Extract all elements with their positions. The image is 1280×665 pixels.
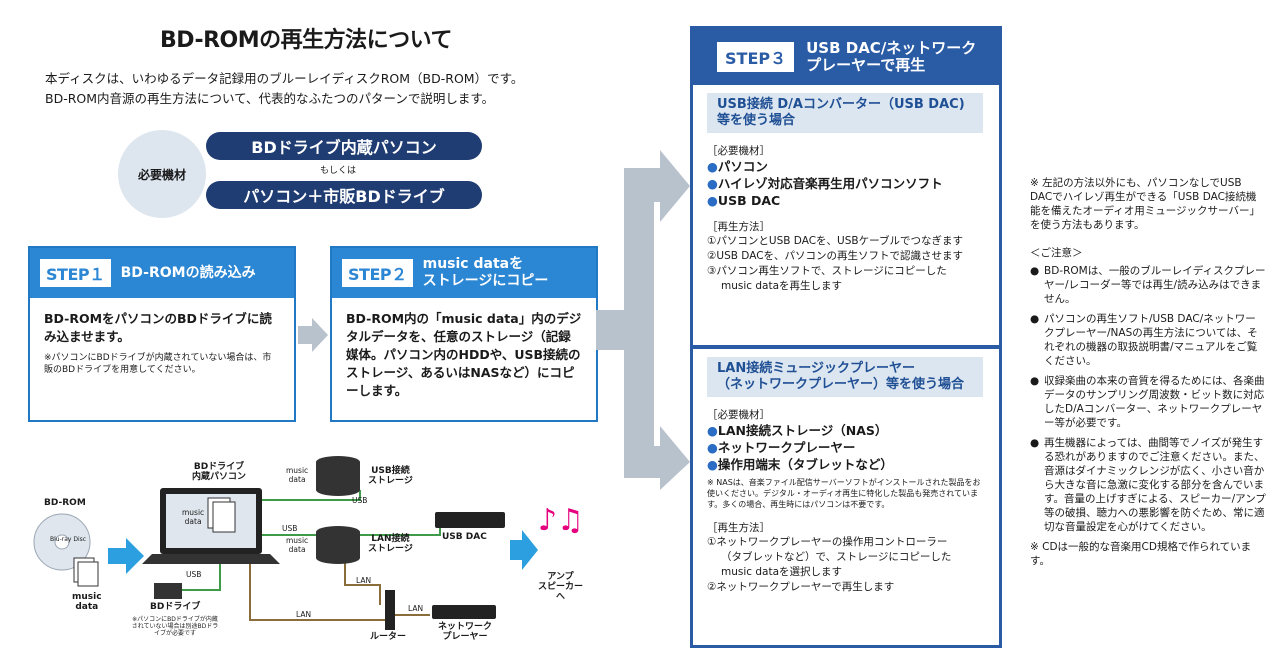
step2-body: BD-ROM内の「music data」内のデジタルデータを、任意のストレージ（…	[332, 298, 596, 412]
usb-label: USB	[352, 496, 368, 505]
side-note-intro: ※ 左記の方法以外にも、パソコンなしでUSB DACでハイレゾ再生ができる「US…	[1030, 177, 1260, 231]
page-title: BD-ROMの再生方法について	[160, 28, 452, 53]
method-step: ①ネットワークプレーヤーの操作用コントローラー	[707, 536, 948, 548]
step2-header: STEP２ music dataを ストレージにコピー	[332, 248, 596, 298]
caution-item: ●収録楽曲の本来の音質を得るためには、各楽曲データのサンプリング周波数・ビット数…	[1030, 375, 1265, 429]
usb-dac-section: USB接続 D/Aコンバーター（USB DAC) 等を使う場合 ［必要機材］ ●…	[693, 85, 999, 345]
step1-note: ※パソコンにBDドライブが内蔵されていない場合は、市販のBDドライブを用意してく…	[44, 353, 272, 375]
list-item: ●LAN接続ストレージ（NAS）	[707, 423, 888, 438]
required-equipment-badge: 必要機材	[118, 130, 206, 218]
requirement-option-1: BDドライブ内蔵パソコン	[206, 132, 482, 160]
step1-main-text: BD-ROMをパソコンのBDドライブに読み込ませます。	[44, 311, 272, 344]
side-note-footer: ※ CDは一般的な音楽用CD規格で作られています。	[1030, 541, 1252, 567]
connection-diagram: BD-ROM Blu-ray Disc music data BDドライブ内蔵パ…	[30, 440, 590, 660]
usb-label: USB	[282, 524, 298, 533]
step3-title-line2: プレーヤーで再生	[806, 56, 926, 74]
router-label: ルーター	[370, 632, 407, 642]
network-player-heading: LAN接続ミュージックプレーヤー （ネットワークプレーヤー）等を使う場合	[707, 357, 983, 397]
lan-label: LAN	[296, 610, 312, 619]
usb-dac-method-label: ［再生方法］	[707, 221, 770, 233]
diagram-drawing	[33, 456, 538, 630]
usb-dac-heading: USB接続 D/Aコンバーター（USB DAC) 等を使う場合	[707, 93, 983, 133]
list-item: ●USB DAC	[707, 193, 781, 208]
usb-label: USB	[186, 570, 202, 579]
network-player-label: ネットワークプレーヤー	[438, 622, 493, 642]
usb-dac-heading-line1: USB接続 D/Aコンバーター（USB DAC)	[717, 97, 965, 112]
lan-label: LAN	[356, 576, 372, 585]
network-player-section: LAN接続ミュージックプレーヤー （ネットワークプレーヤー）等を使う場合 ［必要…	[693, 349, 999, 645]
step1-panel: STEP１ BD-ROMの読み込み BD-ROMをパソコンのBDドライブに読み込…	[28, 246, 296, 422]
intro-line-1: 本ディスクは、いわゆるデータ記録用のブルーレイディスクROM（BD-ROM）です…	[45, 71, 524, 86]
list-item: ●ネットワークプレーヤー	[707, 440, 856, 455]
step1-title: BD-ROMの読み込み	[120, 264, 256, 281]
usb-storage-label: USB接続ストレージ	[368, 466, 413, 486]
lan-label: LAN	[408, 604, 424, 613]
caution-label: ＜ご注意＞	[1030, 247, 1083, 259]
network-method-label: ［再生方法］	[707, 522, 770, 534]
branch-arrow-icon	[596, 150, 690, 490]
music-data-label: music data	[182, 508, 205, 526]
lan-storage-label: LAN接続ストレージ	[368, 534, 413, 554]
list-item: ●パソコン	[707, 159, 768, 174]
pc-label: BDドライブ内蔵パソコン	[192, 462, 247, 482]
list-item: ●操作用端末（タブレットなど）	[707, 457, 893, 472]
method-step: ②USB DACを、パソコンの再生ソフトで認識させます	[707, 250, 964, 262]
step3-title-line1: USB DAC/ネットワーク	[806, 39, 977, 57]
method-step: music dataを再生します	[721, 280, 843, 292]
step2-title-line2: ストレージにコピー	[422, 273, 549, 289]
method-step: ③パソコン再生ソフトで、ストレージにコピーした	[707, 265, 947, 277]
bd-drive-label: BDドライブ	[150, 602, 201, 612]
caution-item: ●BD-ROMは、一般のブルーレイディスクプレーヤー/レコーダー等では再生/読み…	[1030, 265, 1266, 305]
usb-dac-heading-line2: 等を使う場合	[717, 113, 796, 128]
intro-line-2: BD-ROM内音源の再生方法について、代表的なふたつのパターンで説明します。	[45, 91, 495, 106]
network-player-heading-line2: （ネットワークプレーヤー）等を使う場合	[717, 377, 965, 392]
music-note-icon: ♪♫	[538, 503, 585, 538]
network-player-heading-line1: LAN接続ミュージックプレーヤー	[717, 361, 915, 376]
network-equipment-label: ［必要機材］	[707, 409, 770, 421]
music-data-label: music data	[286, 466, 309, 484]
step3-panel: STEP３ USB DAC/ネットワーク プレーヤーで再生 USB接続 D/Aコ…	[690, 26, 1002, 648]
method-step: ①パソコンとUSB DACを、USBケーブルでつなぎます	[707, 235, 963, 247]
method-step: （タブレットなど）で、ストレージにコピーした	[721, 551, 952, 563]
bdrom-label: BD-ROM	[44, 498, 86, 508]
usb-dac-label: USB DAC	[442, 532, 487, 542]
music-data-label: music data	[72, 592, 102, 612]
step2-tag: STEP２	[342, 259, 413, 287]
step2-title-line1: music dataを	[422, 256, 524, 272]
step3-title: USB DAC/ネットワーク プレーヤーで再生	[806, 40, 976, 74]
nas-note: ※ NASは、音楽ファイル配信サーバーソフトがインストールされた製品をお使いくだ…	[707, 478, 981, 509]
requirement-or: もしくは	[320, 166, 357, 176]
list-item: ●ハイレゾ対応音楽再生用パソコンソフト	[707, 176, 943, 191]
disc-logo: Blu-ray Disc	[50, 536, 87, 543]
step2-panel: STEP２ music dataを ストレージにコピー BD-ROM内の「mus…	[330, 246, 598, 422]
usb-dac-equipment-label: ［必要機材］	[707, 145, 770, 157]
bd-drive-note: ※パソコンにBDドライブが内蔵されていない場合は別途BDドライブが必要です	[131, 616, 219, 637]
step3-tag: STEP３	[717, 42, 795, 72]
step1-header: STEP１ BD-ROMの読み込み	[30, 248, 294, 298]
step2-title: music dataを ストレージにコピー	[423, 256, 549, 290]
method-step: ②ネットワークプレーヤーで再生します	[707, 581, 895, 593]
side-notes: ※ 左記の方法以外にも、パソコンなしでUSB DACでハイレゾ再生ができる「US…	[1030, 176, 1266, 576]
music-data-label: music data	[286, 536, 309, 554]
step3-header: STEP３ USB DAC/ネットワーク プレーヤーで再生	[693, 29, 999, 85]
step1-body: BD-ROMをパソコンのBDドライブに読み込ませます。 ※パソコンにBDドライブ…	[30, 298, 294, 388]
step2-main-text: BD-ROM内の「music data」内のデジタルデータを、任意のストレージ（…	[346, 311, 582, 398]
caution-item: ●再生機器によっては、曲間等でノイズが発生する恐れがありますのでご注意ください。…	[1030, 437, 1266, 533]
amp-label: アンプスピーカーへ	[538, 572, 584, 602]
step-arrow-icon	[298, 318, 328, 352]
required-equipment-label: 必要機材	[137, 167, 186, 182]
method-step: music dataを選択します	[721, 566, 843, 578]
step1-tag: STEP１	[40, 259, 111, 287]
caution-item: ●パソコンの再生ソフト/USB DAC/ネットワークプレーヤー/NASの再生方法…	[1030, 313, 1258, 367]
requirement-option-2: パソコン＋市販BDドライブ	[206, 181, 482, 209]
